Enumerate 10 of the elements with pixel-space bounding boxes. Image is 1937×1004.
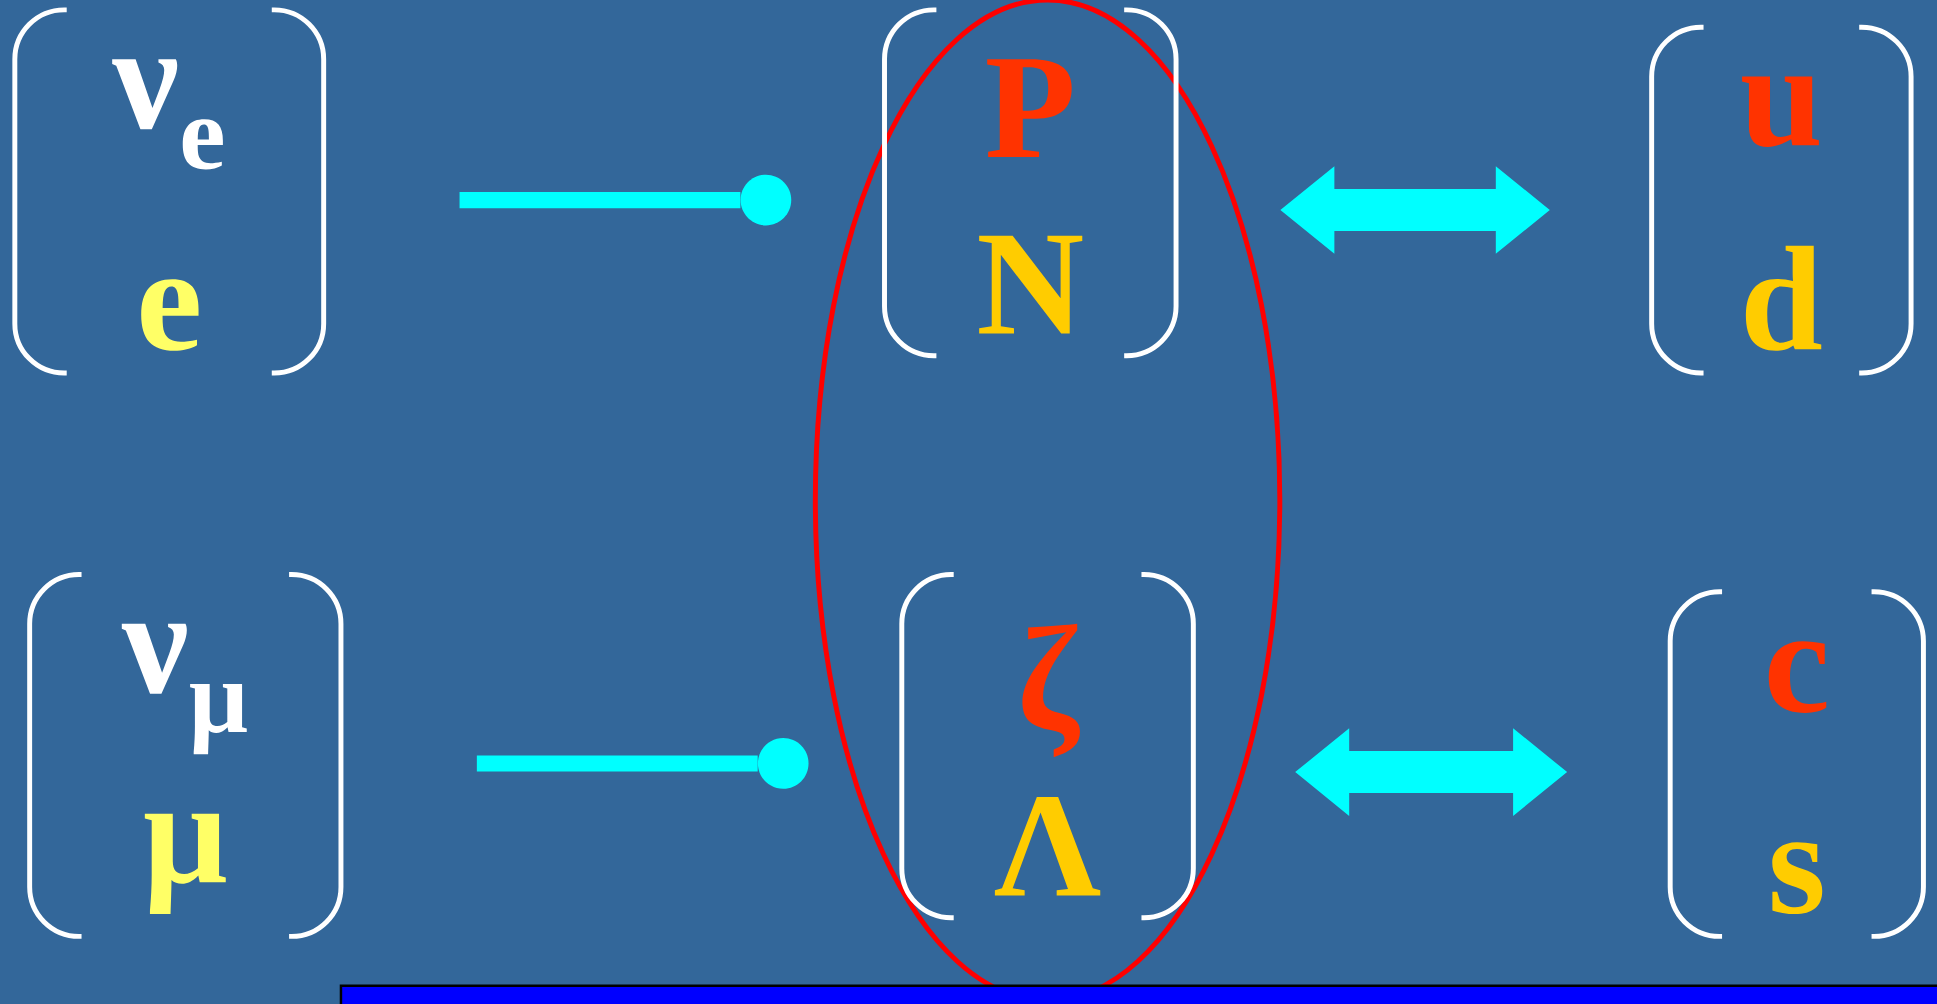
bracketed-doublet: ζ Λ: [899, 571, 1196, 921]
bracketed-doublet: P N: [882, 7, 1179, 359]
bracketed-doublet: ν$_{μ}$ μ: [27, 571, 344, 939]
bracketed-doublet: u d: [1649, 24, 1914, 376]
bracketed-doublet: ν$_{e}$ e: [12, 7, 327, 376]
connector-line: [459, 191, 741, 208]
connector-line: [476, 755, 758, 772]
dot: [740, 174, 792, 226]
dot: [757, 737, 809, 789]
bracketed-doublet: c s: [1667, 589, 1926, 939]
